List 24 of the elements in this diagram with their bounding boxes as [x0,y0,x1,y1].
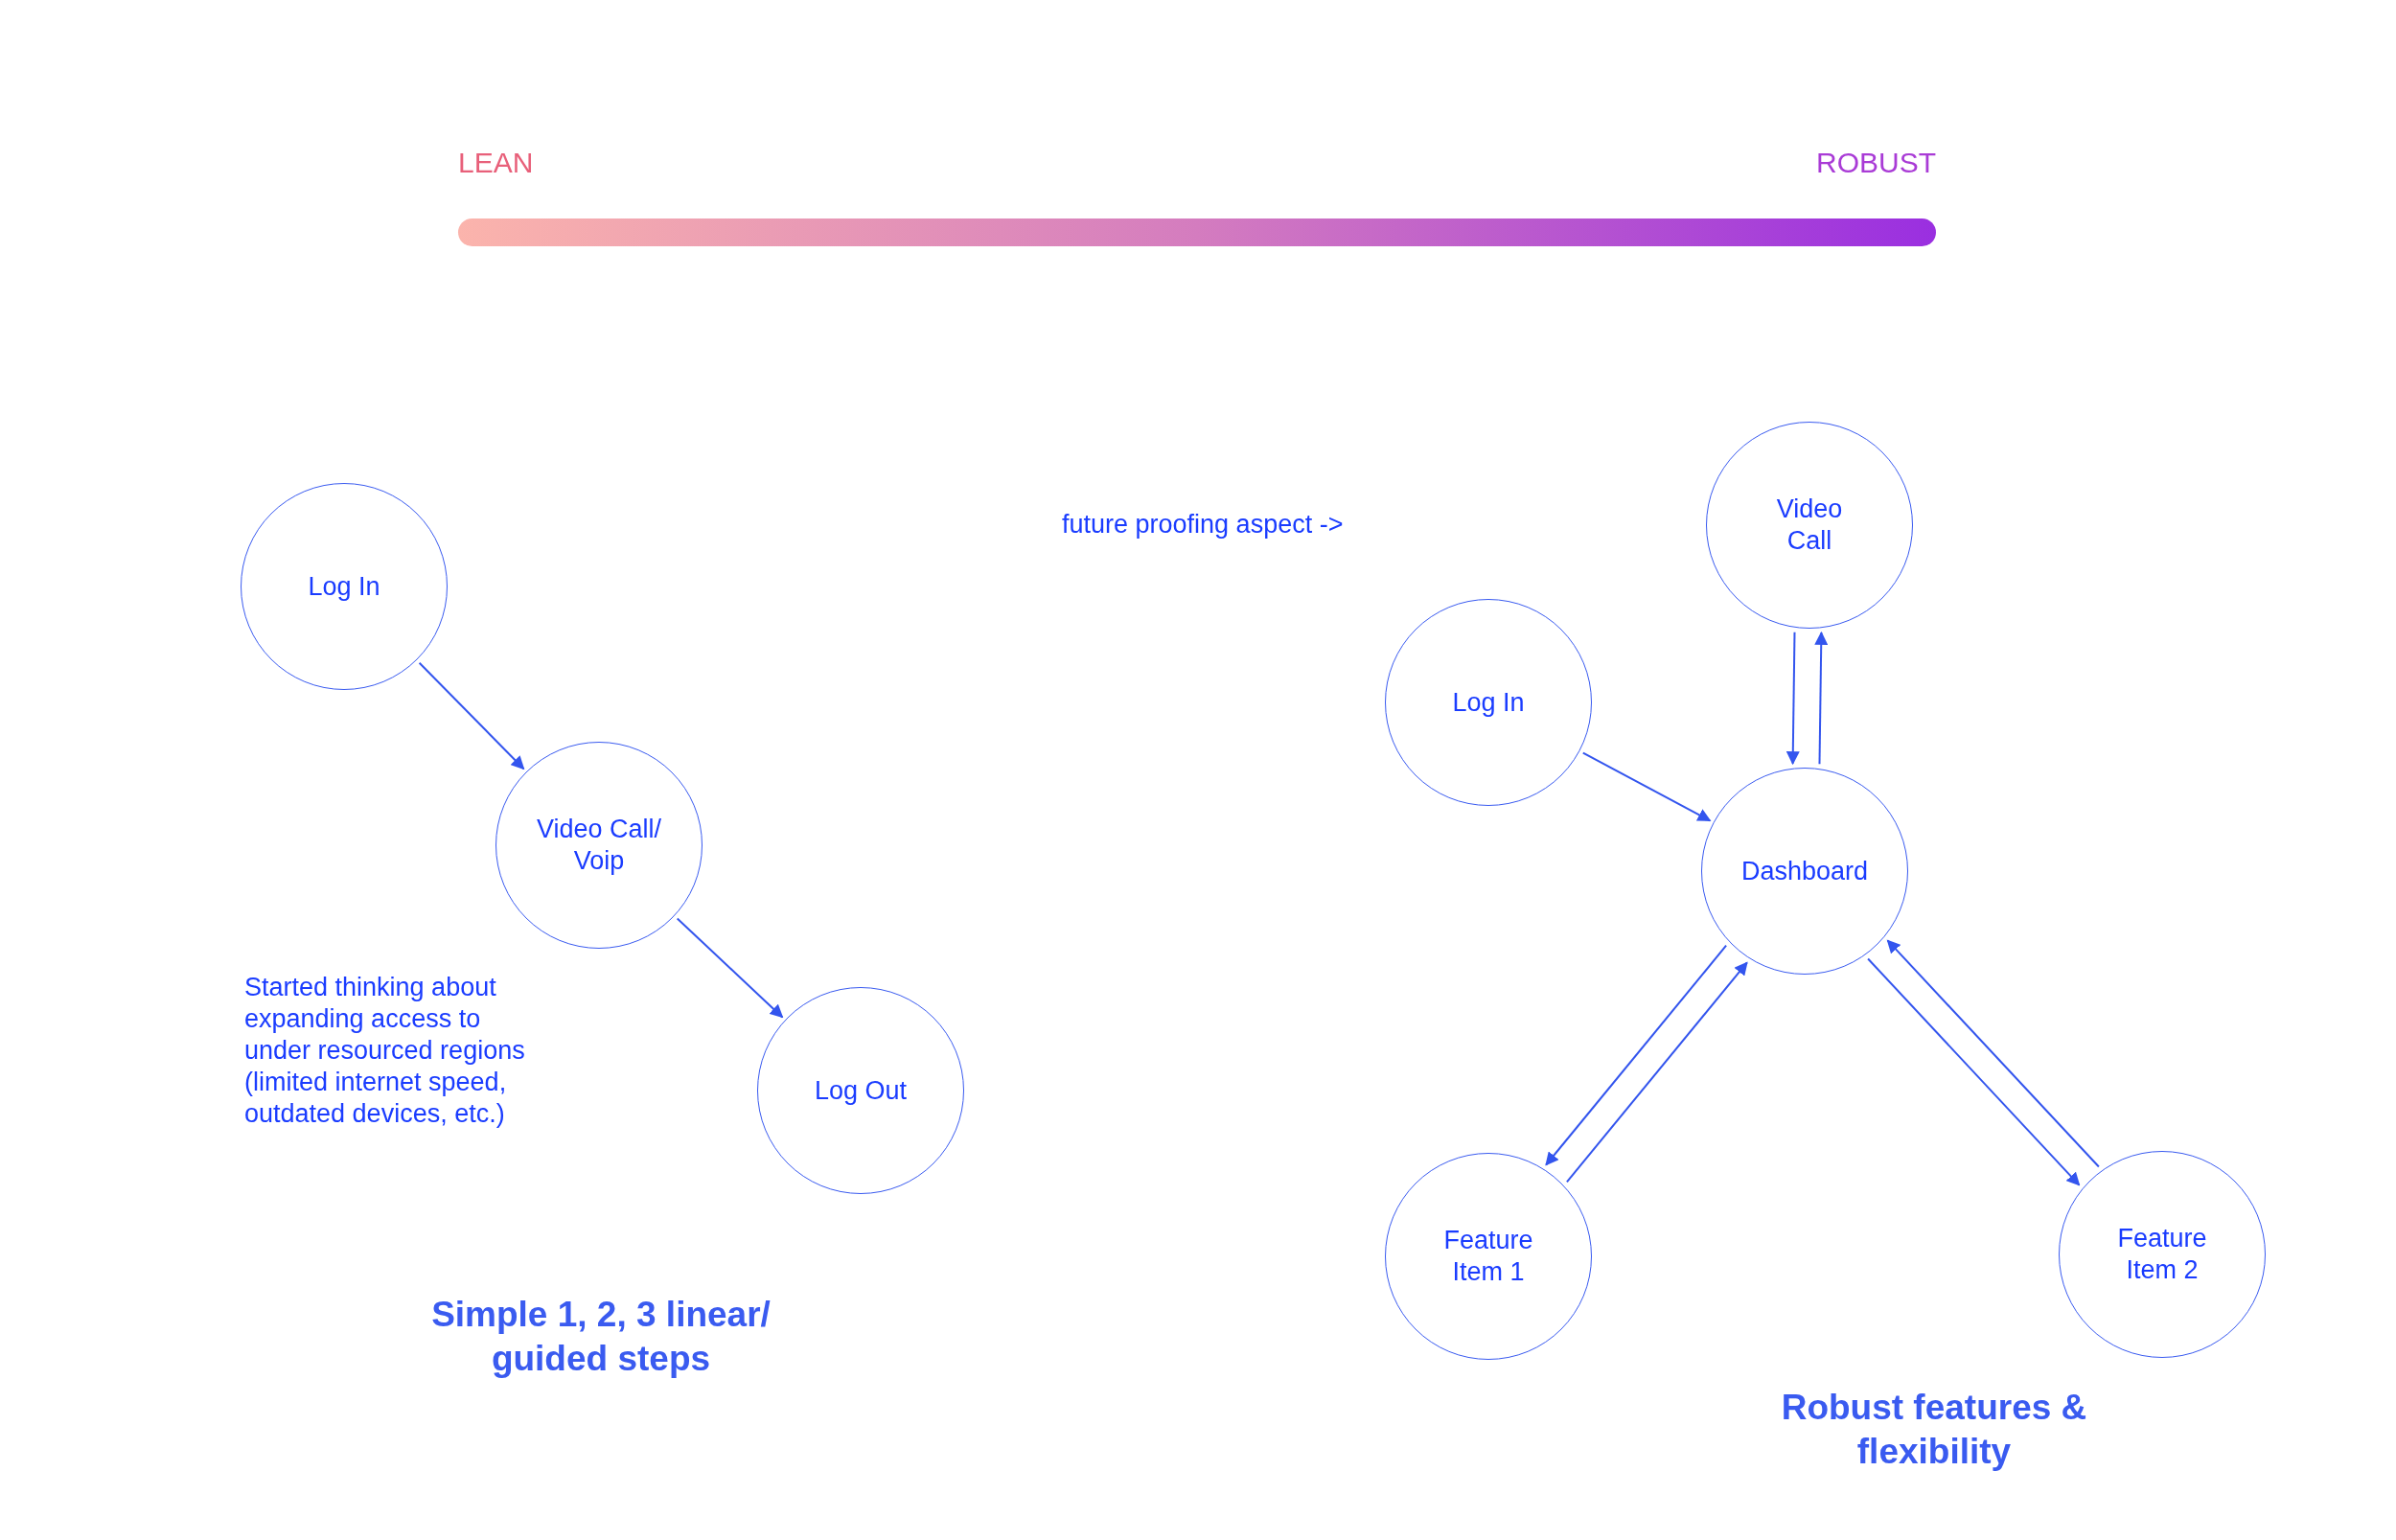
arrow [1785,631,1800,766]
node-label: Video Call [1775,494,1844,557]
scale-end-label: LEAN [458,147,534,179]
annotation-note: Started thinking about expanding access to under resourced regions (limited internet speed, outdated devices, etc.) [244,972,526,1130]
gradient-scale-bar [458,218,1936,246]
arrow [1867,957,2081,1186]
node-label: Log In [307,570,381,603]
node-label: Log In [1451,686,1526,719]
scale-end-label: ROBUST [1815,147,1936,179]
node-label: Feature Item 2 [2116,1223,2208,1286]
node-label: Log Out [813,1074,909,1107]
arrow [1545,944,1728,1166]
node-label: Feature Item 1 [1442,1225,1534,1288]
node-label: Video Call/ Voip [535,814,663,877]
arrow [1565,961,1748,1184]
arrow [1581,751,1712,822]
section-heading: Robust features & flexibility [1781,1387,2087,1473]
annotation-note: future proofing aspect -> [1062,509,1344,540]
section-heading: Simple 1, 2, 3 linear/ guided steps [430,1294,772,1380]
arrow [1814,631,1829,766]
arrow [1886,939,2100,1168]
arrow [676,917,784,1019]
arrow [418,661,525,770]
node-label: Dashboard [1739,855,1870,887]
